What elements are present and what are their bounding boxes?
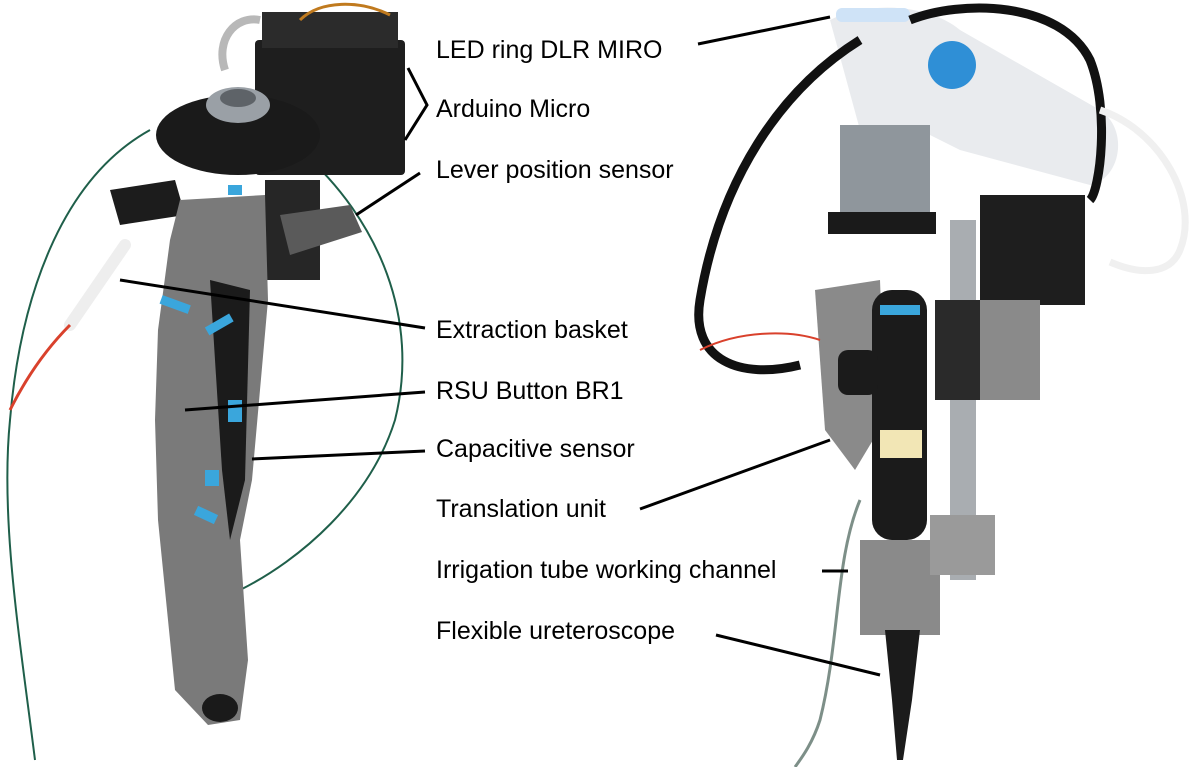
label-ureteroscope: Flexible ureteroscope <box>436 617 676 645</box>
bottom-knob <box>202 694 238 722</box>
ureteroscope-tip <box>885 630 920 760</box>
tape-4 <box>205 470 219 486</box>
robot-flange <box>828 212 936 234</box>
robot-joint-blue <box>928 41 976 89</box>
sensor-plate <box>980 300 1040 400</box>
sensor-cable <box>6 129 151 761</box>
tape-6 <box>228 185 242 195</box>
leader-led-ring <box>697 15 831 46</box>
ureteroscope-collar <box>880 305 920 315</box>
lever <box>280 205 362 255</box>
leader-rsu-button <box>184 390 426 412</box>
guide-rod-block <box>935 300 985 400</box>
left-device-photo <box>6 2 405 761</box>
white-cable <box>1098 106 1189 275</box>
label-led-ring: LED ring DLR MIRO <box>436 36 663 64</box>
handle-body <box>155 195 268 725</box>
robot-cable-2 <box>694 36 863 375</box>
disk-hub-inner <box>220 89 256 107</box>
label-arduino-micro: Arduino Micro <box>436 95 591 123</box>
irrigation-red <box>699 332 821 351</box>
lower-clamp <box>860 540 940 635</box>
label-extraction-basket: Extraction basket <box>436 316 628 344</box>
arduino-board <box>262 12 398 48</box>
tape-3 <box>228 400 242 422</box>
leader-ureteroscope <box>715 633 881 677</box>
ureteroscope-grip <box>838 350 878 395</box>
led-ring <box>836 8 910 22</box>
label-capacitive-sensor: Capacitive sensor <box>436 435 635 463</box>
side-bracket <box>110 180 185 225</box>
basket-sheath <box>64 239 131 331</box>
label-translation-unit: Translation unit <box>436 495 606 523</box>
label-rsu-button: RSU Button BR1 <box>436 377 624 405</box>
leader-arduino-bracket <box>403 67 429 141</box>
right-robot-photo <box>694 3 1189 767</box>
basket-red-wire <box>8 323 72 411</box>
robot-wrist <box>840 125 930 220</box>
label-lever-sensor: Lever position sensor <box>436 156 674 184</box>
leader-lines <box>119 15 881 677</box>
leader-lever-sensor <box>355 171 421 217</box>
robot-upper-arm <box>830 7 1119 186</box>
robot-electronics-box <box>980 195 1085 305</box>
leader-extraction-basket <box>119 278 426 330</box>
leader-translation-unit <box>639 438 831 511</box>
tape-2 <box>204 313 234 336</box>
control-disk <box>156 95 320 175</box>
ureteroscope-label <box>880 430 922 458</box>
arduino-wires <box>298 2 391 22</box>
grey-cable <box>218 15 261 72</box>
label-irrigation-tube: Irrigation tube working channel <box>436 556 777 584</box>
sensor-cable-loop <box>239 149 404 591</box>
robot-cable <box>908 3 1106 204</box>
lower-clamp-arm <box>930 515 995 575</box>
ureteroscope-handle <box>872 290 927 540</box>
tape-5 <box>193 505 219 525</box>
leader-capacitive-sensor <box>251 449 426 461</box>
irrigation-tube <box>793 499 862 767</box>
tape-1 <box>159 295 191 314</box>
